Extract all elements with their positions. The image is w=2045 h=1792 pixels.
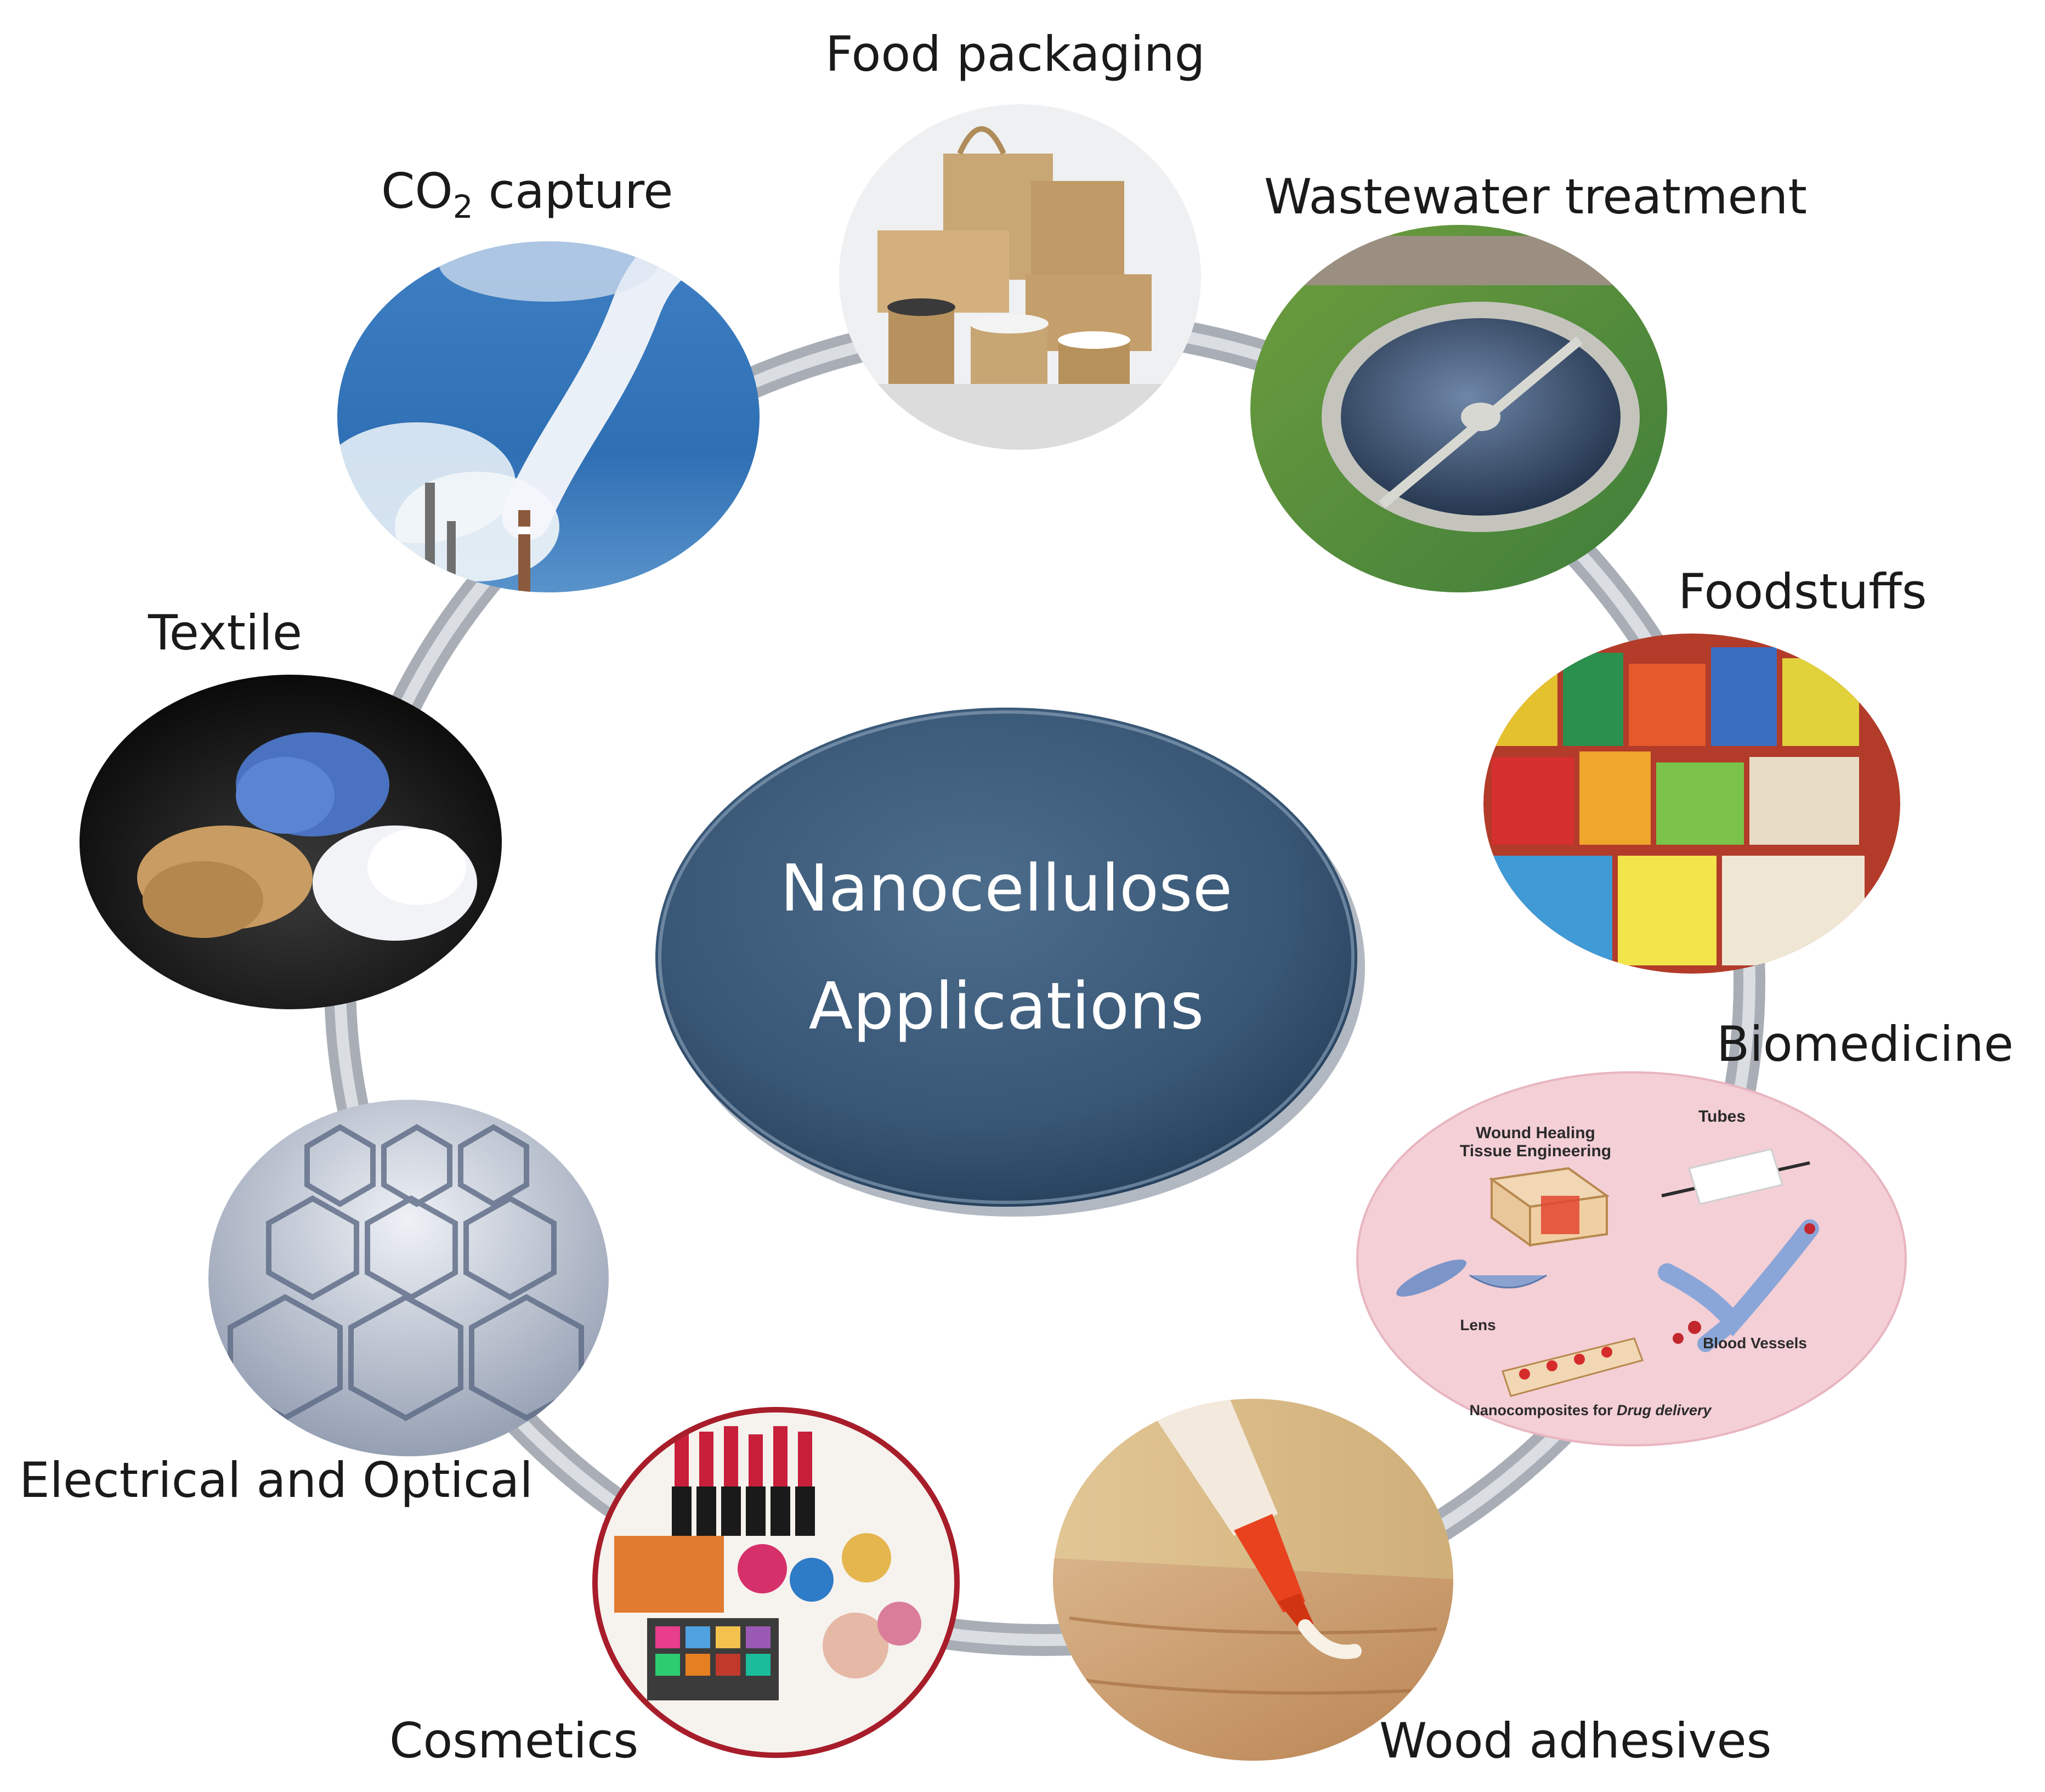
label-wood-adhesives: Wood adhesives (1379, 1712, 1772, 1769)
label-cosmetics: Cosmetics (389, 1712, 639, 1769)
label-wastewater-treatment: Wastewater treatment (1264, 168, 1807, 225)
bm-lens-label: Lens (1460, 1316, 1495, 1333)
honeycomb-lattice-image (208, 1100, 609, 1456)
center-title-line1: Nanocellulose (780, 850, 1233, 926)
center-ellipse (655, 708, 1365, 1217)
label-food-packaging: Food packaging (825, 26, 1205, 82)
grocery-market-image (1483, 634, 1900, 974)
fiber-tufts-image (80, 675, 502, 1009)
scaffold-block-icon (1488, 1167, 1610, 1247)
bm-nanocomposites-label: Nanocomposites for Drug delivery (1469, 1402, 1712, 1418)
bm-tubes-label: Tubes (1698, 1107, 1746, 1126)
label-co2-capture: CO2 capture (381, 163, 673, 225)
paper-food-packaging-image (839, 104, 1201, 450)
label-textile: Textile (148, 604, 303, 661)
biomedical-applications-illustration: Wound Healing Tissue Engineering Tubes L… (1356, 1071, 1907, 1446)
blood-vessel-icon (1658, 1219, 1819, 1352)
drug-delivery-icon (1502, 1337, 1644, 1397)
lens-icon (1396, 1259, 1547, 1297)
wastewater-clarifier-image (1250, 225, 1667, 592)
bm-tissue-label: Tissue Engineering (1460, 1142, 1611, 1160)
cosmetics-products-image (592, 1407, 960, 1758)
bm-wound-label: Wound Healing (1476, 1124, 1595, 1142)
label-foodstuffs: Foodstuffs (1678, 563, 1927, 620)
tube-icon (1661, 1148, 1810, 1205)
smokestack-clouds-image (337, 241, 760, 592)
label-electrical-and-optical: Electrical and Optical (19, 1452, 533, 1508)
label-biomedicine: Biomedicine (1717, 1016, 2014, 1072)
bm-vessels-label: Blood Vessels (1703, 1335, 1807, 1352)
center-title-line2: Applications (808, 968, 1204, 1044)
glue-on-wood-image (1053, 1399, 1453, 1761)
